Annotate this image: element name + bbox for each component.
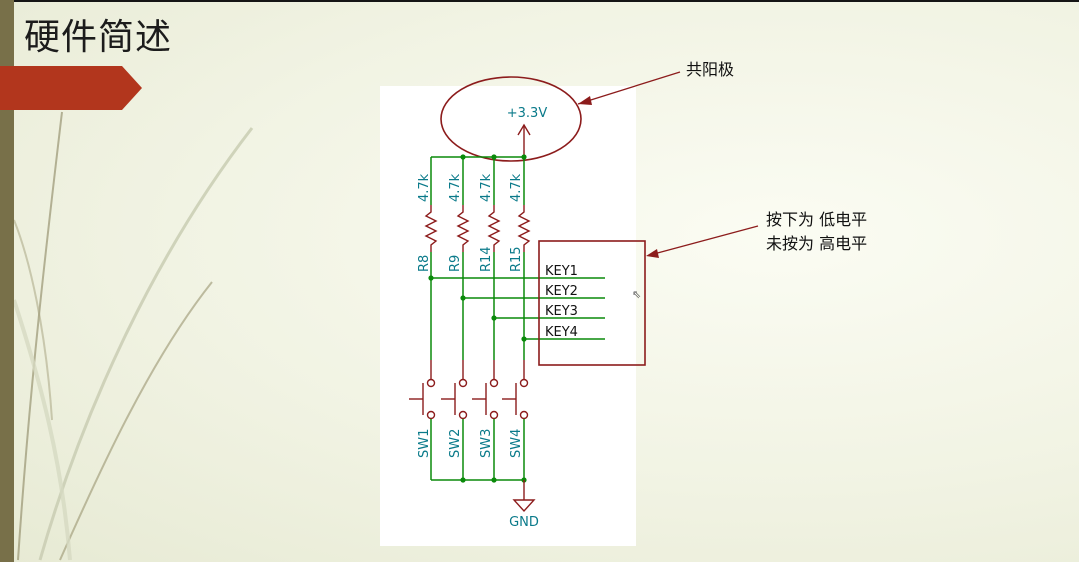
switch-label-sw2: SW2 xyxy=(448,429,463,458)
switch-label-sw4: SW4 xyxy=(509,429,524,458)
common-anode-arrow xyxy=(577,71,681,105)
key-note-arrow xyxy=(649,225,759,256)
resistor-ref-r9: R9 xyxy=(448,255,463,272)
resistor-value-r8: 4.7k xyxy=(417,173,432,202)
key-labels-highlight-box xyxy=(538,240,646,366)
resistor-r8 xyxy=(424,205,438,252)
slide-title: 硬件简述 xyxy=(24,17,173,58)
junction-dot xyxy=(460,295,466,301)
net-label-key2: KEY2 xyxy=(545,284,578,299)
resistor-value-r14: 4.7k xyxy=(479,173,494,202)
title-arrow-banner xyxy=(0,66,142,110)
key-released-note: 未按为 高电平 xyxy=(766,234,868,253)
mouse-cursor-icon: ⇖ xyxy=(632,288,642,301)
decorative-leaves xyxy=(12,111,254,561)
common-anode-arrowhead xyxy=(578,96,592,105)
resistor-ref-r14: R14 xyxy=(479,246,494,272)
resistor-r14 xyxy=(487,205,501,252)
schematic-panel xyxy=(380,86,636,546)
top-border xyxy=(0,0,1079,2)
junction-dot xyxy=(460,477,466,483)
switch-sw2 xyxy=(441,360,468,420)
left-accent-bar xyxy=(0,0,14,562)
switch-label-sw3: SW3 xyxy=(479,429,494,458)
resistor-ref-r8: R8 xyxy=(417,255,432,272)
resistor-r9 xyxy=(456,205,470,252)
key-pressed-note: 按下为 低电平 xyxy=(766,210,868,229)
key-note-arrowhead xyxy=(646,249,659,258)
switch-label-sw1: SW1 xyxy=(417,429,432,458)
resistor-value-r15: 4.7k xyxy=(509,173,524,202)
net-label-key3: KEY3 xyxy=(545,304,578,319)
switch-sw1 xyxy=(409,360,436,420)
resistor-r15 xyxy=(517,205,531,252)
net-label-key1: KEY1 xyxy=(545,264,578,279)
common-anode-annotation: 共阳极 xyxy=(686,60,735,79)
resistor-ref-r15: R15 xyxy=(509,246,524,272)
gnd-symbol xyxy=(512,499,536,513)
power-label: +3.3V xyxy=(507,106,548,121)
switch-sw4 xyxy=(502,360,529,420)
net-label-key4: KEY4 xyxy=(545,325,578,340)
junction-dot xyxy=(428,275,434,281)
resistor-value-r9: 4.7k xyxy=(448,173,463,202)
ground-label: GND xyxy=(509,515,539,530)
junction-dot xyxy=(491,315,497,321)
power-arrow-head xyxy=(517,123,531,136)
switch-sw3 xyxy=(472,360,499,420)
junction-dot xyxy=(491,477,497,483)
power-highlight-ellipse xyxy=(440,76,582,162)
junction-dot xyxy=(521,336,527,342)
